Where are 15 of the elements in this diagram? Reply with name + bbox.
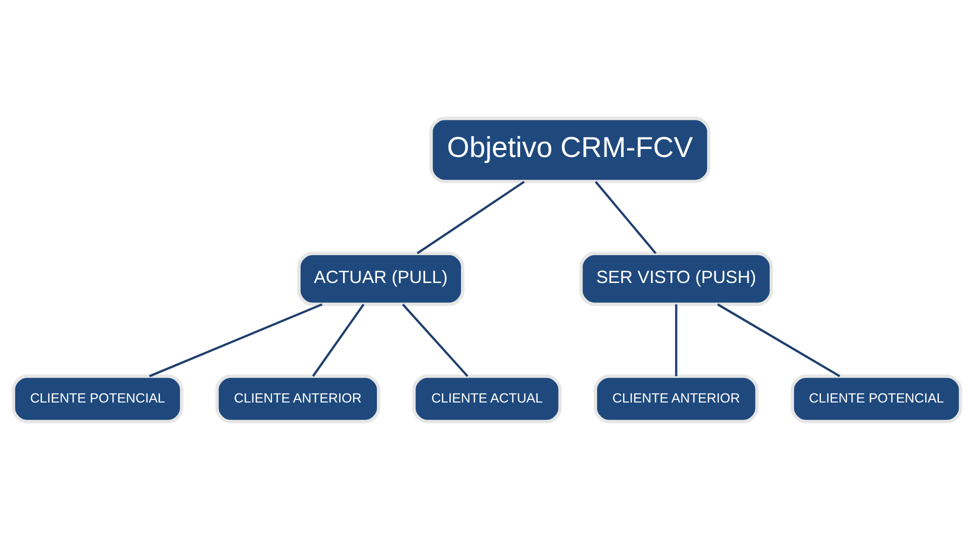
- node-box: CLIENTE ANTERIOR: [594, 374, 759, 424]
- node-box: CLIENTE POTENCIAL: [790, 374, 962, 424]
- connector: [312, 304, 364, 377]
- node-box: CLIENTE POTENCIAL: [12, 374, 184, 424]
- connector: [149, 303, 323, 378]
- connector: [675, 304, 678, 376]
- connector: [402, 304, 468, 377]
- connector: [717, 303, 840, 378]
- node-box: Objetivo CRM-FCV: [429, 116, 710, 184]
- node-box: CLIENTE ANTERIOR: [215, 374, 380, 424]
- connector: [416, 180, 525, 254]
- node-box: SER VISTO (PUSH): [579, 252, 773, 306]
- connector: [594, 181, 657, 254]
- node-box: ACTUAR (PULL): [297, 252, 464, 306]
- node-box: CLIENTE ACTUAL: [412, 374, 562, 424]
